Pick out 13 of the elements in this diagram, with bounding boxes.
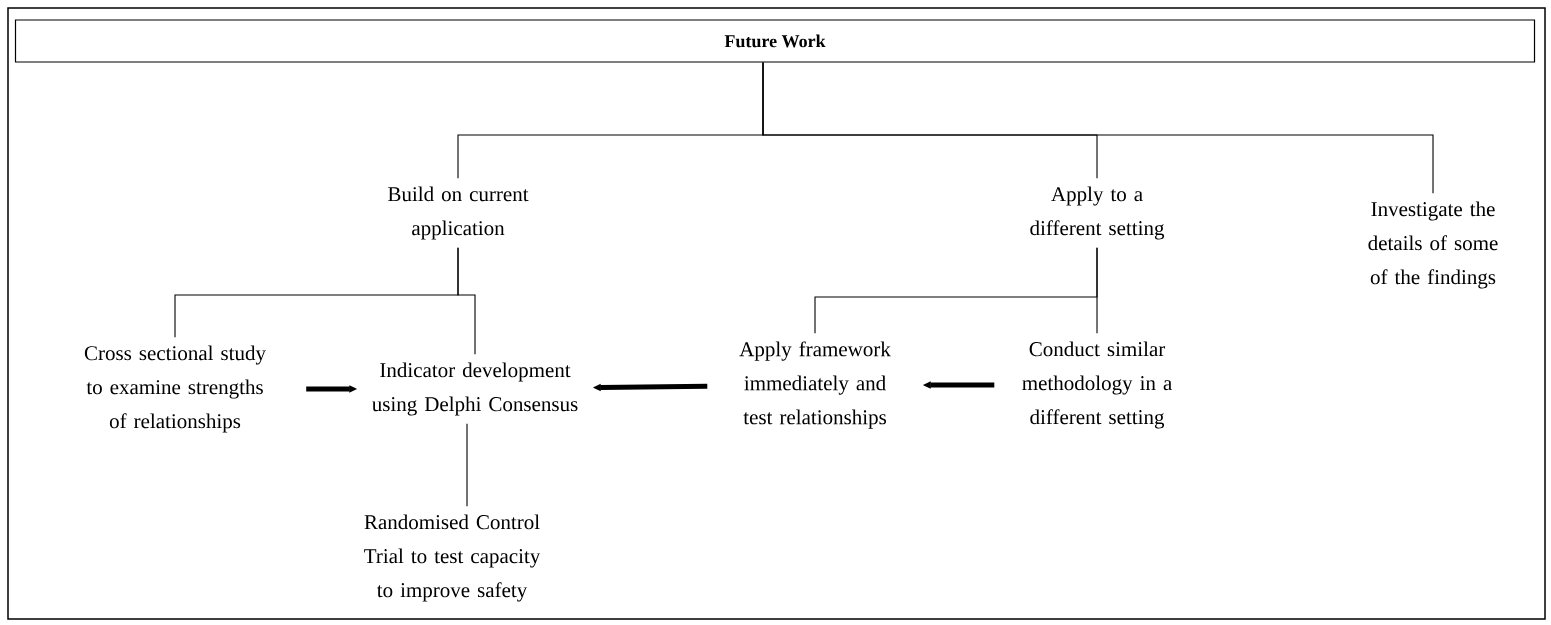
- node-text: Investigate the details of some of the findings: [1368, 201, 1498, 289]
- node-text: Apply to a different setting: [1030, 186, 1165, 240]
- title-box: Future Work: [14, 19, 1536, 63]
- node-text: Randomised Control Trial to test capacity to improve safety: [364, 514, 541, 602]
- connector-line: [457, 247, 476, 355]
- node-text: Conduct similar methodology in a different setting: [1022, 341, 1172, 429]
- node-text: Apply framework immediately and test relationships: [739, 341, 891, 429]
- node-text: Indicator development using Delphi Consensus: [372, 362, 578, 416]
- connector-line: [1096, 247, 1098, 334]
- node-text: Build on current application: [388, 186, 529, 240]
- connector-line: [466, 423, 468, 507]
- connector-line: [762, 62, 1434, 194]
- node-text: Cross sectional study to examine strengths of relationships: [84, 345, 266, 433]
